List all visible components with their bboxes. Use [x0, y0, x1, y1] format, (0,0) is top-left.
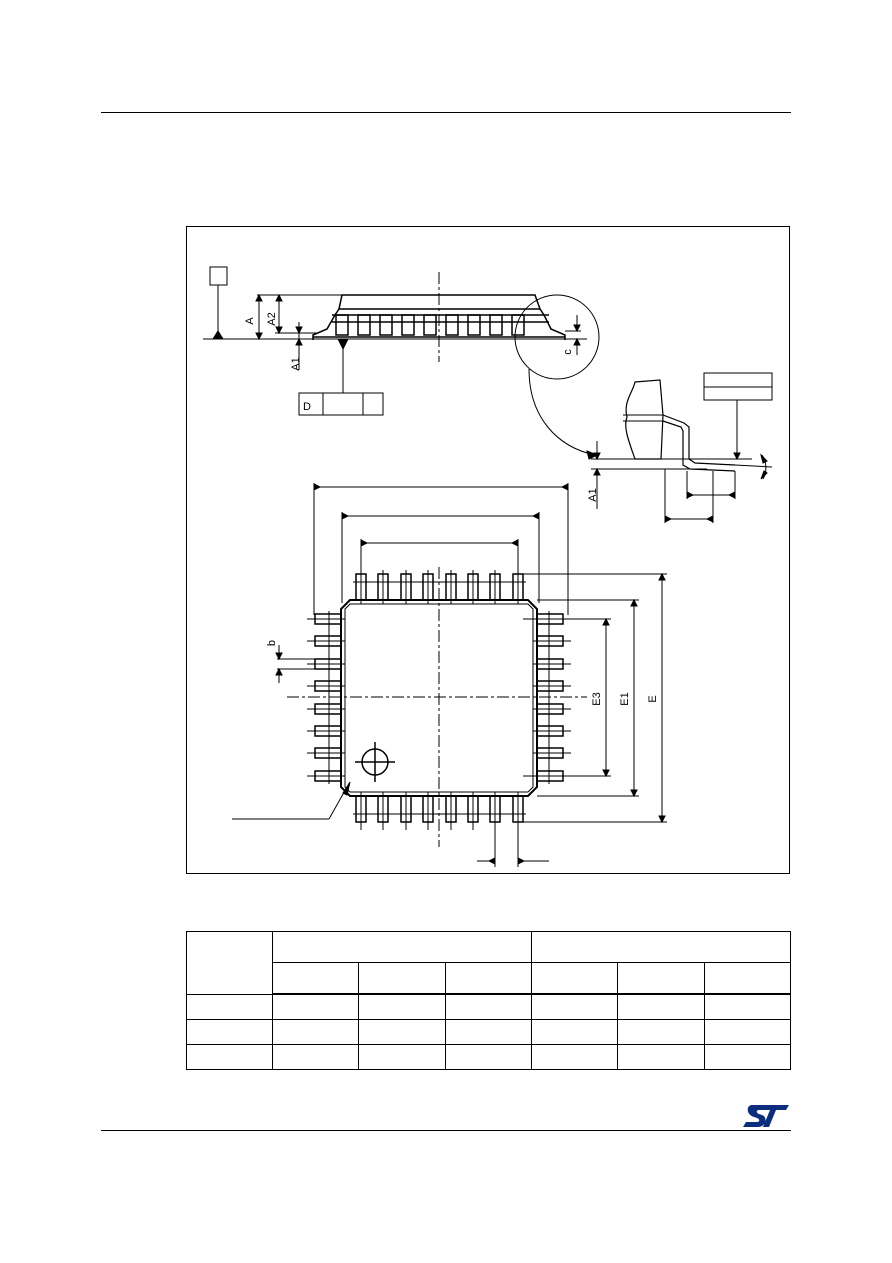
datum-box	[209, 266, 228, 286]
label-A2: A2	[266, 312, 278, 325]
label-D: D	[303, 401, 311, 413]
table-row	[186, 993, 792, 1020]
side-view	[203, 266, 600, 460]
table-subheader-cell	[358, 962, 446, 995]
table-row	[186, 1044, 792, 1070]
table-header-cell	[186, 931, 273, 995]
dimension-table	[186, 931, 792, 1070]
label-A: A	[244, 317, 256, 325]
label-c: c	[562, 349, 574, 355]
table-subheader-cell	[617, 962, 705, 995]
detail-circle	[514, 294, 600, 380]
label-A1-detail: A1	[587, 488, 599, 501]
footer-rule	[101, 1130, 791, 1131]
lead-detail-view	[591, 372, 773, 523]
table-subheader-cell	[703, 962, 792, 995]
header-rule	[101, 112, 791, 113]
table-subheader-cell	[530, 962, 619, 995]
package-outline-figure: A A2 A1 D c A1 b E3 E1 E	[186, 226, 790, 874]
table-row	[186, 1019, 792, 1045]
label-E1: E1	[619, 692, 631, 705]
label-E: E	[647, 695, 659, 702]
label-E3: E3	[591, 692, 603, 705]
table-header-cell	[272, 931, 532, 963]
label-b: b	[266, 640, 278, 646]
table-header-cell	[530, 931, 792, 963]
table-subheader-cell	[444, 962, 532, 995]
st-logo-icon	[742, 1103, 790, 1129]
datum-frame	[298, 392, 384, 416]
label-A1: A1	[290, 357, 302, 370]
top-view	[232, 483, 667, 867]
package-drawing: A A2 A1 D c A1 b E3 E1 E	[203, 266, 773, 867]
table-subheader-cell	[271, 962, 360, 995]
